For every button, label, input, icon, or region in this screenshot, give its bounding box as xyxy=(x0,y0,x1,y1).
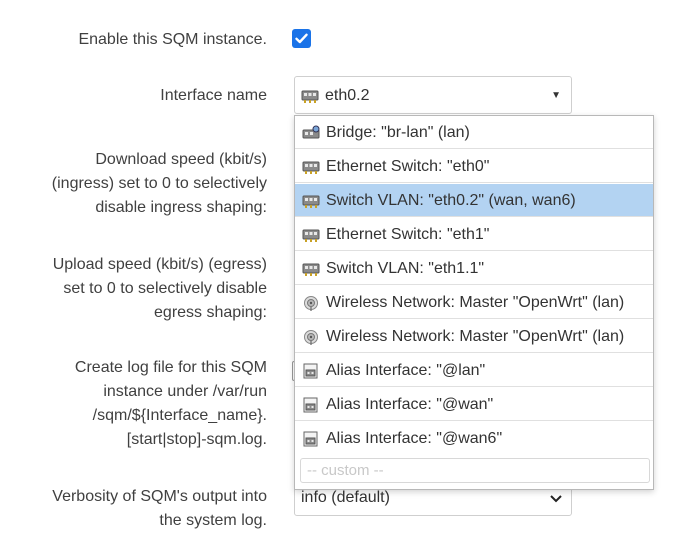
interface-select[interactable]: eth0.2 ▼ xyxy=(294,76,572,114)
upload-label: Upload speed (kbit/s) (egress) set to 0 … xyxy=(52,256,267,321)
custom-interface-input[interactable]: -- custom -- xyxy=(300,458,650,483)
switch-vlan-icon xyxy=(302,261,320,277)
option-ethernet-switch-eth0[interactable]: Ethernet Switch: "eth0" xyxy=(295,150,653,183)
ethernet-switch-icon xyxy=(302,159,320,175)
option-alias-wan6[interactable]: Alias Interface: "@wan6" xyxy=(295,422,653,455)
option-label: Alias Interface: "@wan6" xyxy=(326,430,503,447)
alias-interface-icon xyxy=(302,363,320,379)
bridge-icon xyxy=(302,125,320,141)
option-switch-vlan-eth1-1[interactable]: Switch VLAN: "eth1.1" xyxy=(295,252,653,285)
option-alias-wan[interactable]: Alias Interface: "@wan" xyxy=(295,388,653,421)
option-ethernet-switch-eth1[interactable]: Ethernet Switch: "eth1" xyxy=(295,218,653,251)
option-label: Alias Interface: "@lan" xyxy=(326,362,486,379)
interface-select-value: eth0.2 xyxy=(325,87,370,104)
switch-vlan-icon xyxy=(302,193,320,209)
checkmark-icon xyxy=(295,33,308,44)
switch-vlan-icon xyxy=(301,88,319,104)
option-alias-lan[interactable]: Alias Interface: "@lan" xyxy=(295,354,653,387)
wireless-icon xyxy=(302,329,320,345)
option-label: Ethernet Switch: "eth1" xyxy=(326,226,490,243)
chevron-down-icon xyxy=(549,491,563,509)
verbosity-label: Verbosity of SQM's output into the syste… xyxy=(52,488,267,529)
option-switch-vlan-eth0-2[interactable]: Switch VLAN: "eth0.2" (wan, wan6) xyxy=(295,184,653,217)
option-label: Switch VLAN: "eth1.1" xyxy=(326,260,485,277)
interface-dropdown-list: Bridge: "br-lan" (lan) Ethernet Switch: … xyxy=(294,115,654,490)
wireless-icon xyxy=(302,295,320,311)
alias-interface-icon xyxy=(302,397,320,413)
enable-label: Enable this SQM instance. xyxy=(78,31,267,48)
option-label: Wireless Network: Master "OpenWrt" (lan) xyxy=(326,294,625,311)
alias-interface-icon xyxy=(302,431,320,447)
option-bridge-br-lan[interactable]: Bridge: "br-lan" (lan) xyxy=(295,116,653,149)
download-label: Download speed (kbit/s) (ingress) set to… xyxy=(51,151,267,216)
option-label: Ethernet Switch: "eth0" xyxy=(326,158,490,175)
log-label: Create log file for this SQM instance un… xyxy=(74,359,267,448)
option-wireless-openwrt-2[interactable]: Wireless Network: Master "OpenWrt" (lan) xyxy=(295,320,653,353)
option-label: Bridge: "br-lan" (lan) xyxy=(326,124,470,141)
option-wireless-openwrt-1[interactable]: Wireless Network: Master "OpenWrt" (lan) xyxy=(295,286,653,319)
ethernet-switch-icon xyxy=(302,227,320,243)
verbosity-select-value: info (default) xyxy=(301,489,390,506)
enable-checkbox[interactable] xyxy=(292,29,311,48)
option-label: Alias Interface: "@wan" xyxy=(326,396,494,413)
chevron-down-icon: ▼ xyxy=(551,90,561,101)
interface-label: Interface name xyxy=(160,87,267,104)
custom-placeholder: -- custom -- xyxy=(307,462,384,479)
option-label: Wireless Network: Master "OpenWrt" (lan) xyxy=(326,328,625,345)
option-label: Switch VLAN: "eth0.2" (wan, wan6) xyxy=(326,192,576,209)
